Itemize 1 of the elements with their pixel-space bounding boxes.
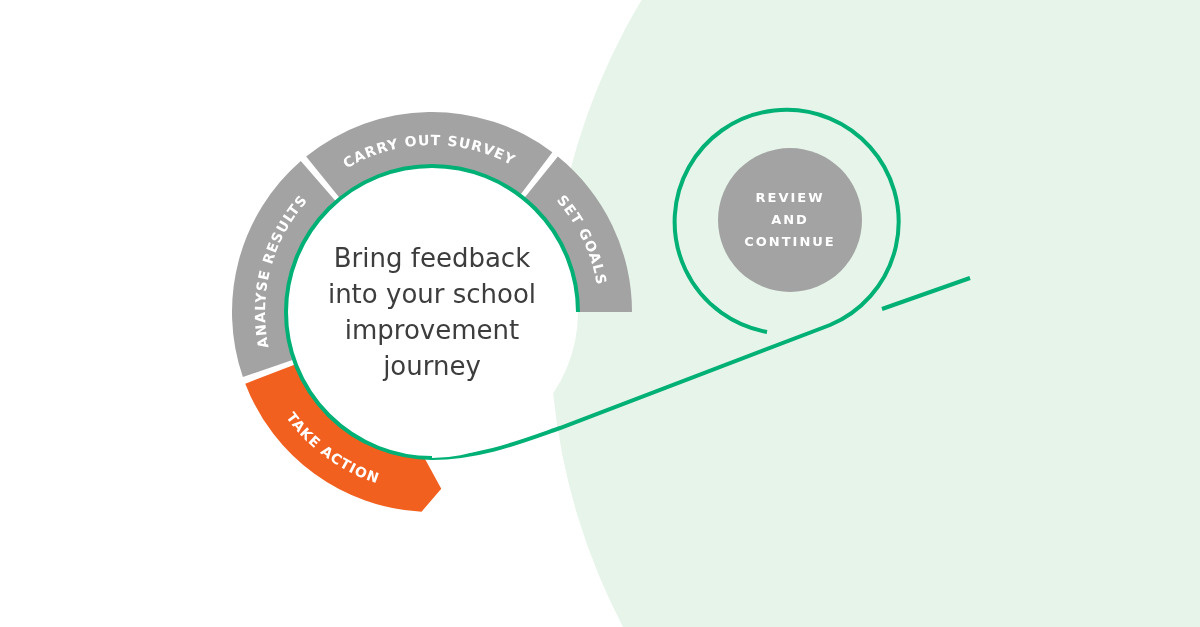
connector-line [431, 107, 901, 460]
